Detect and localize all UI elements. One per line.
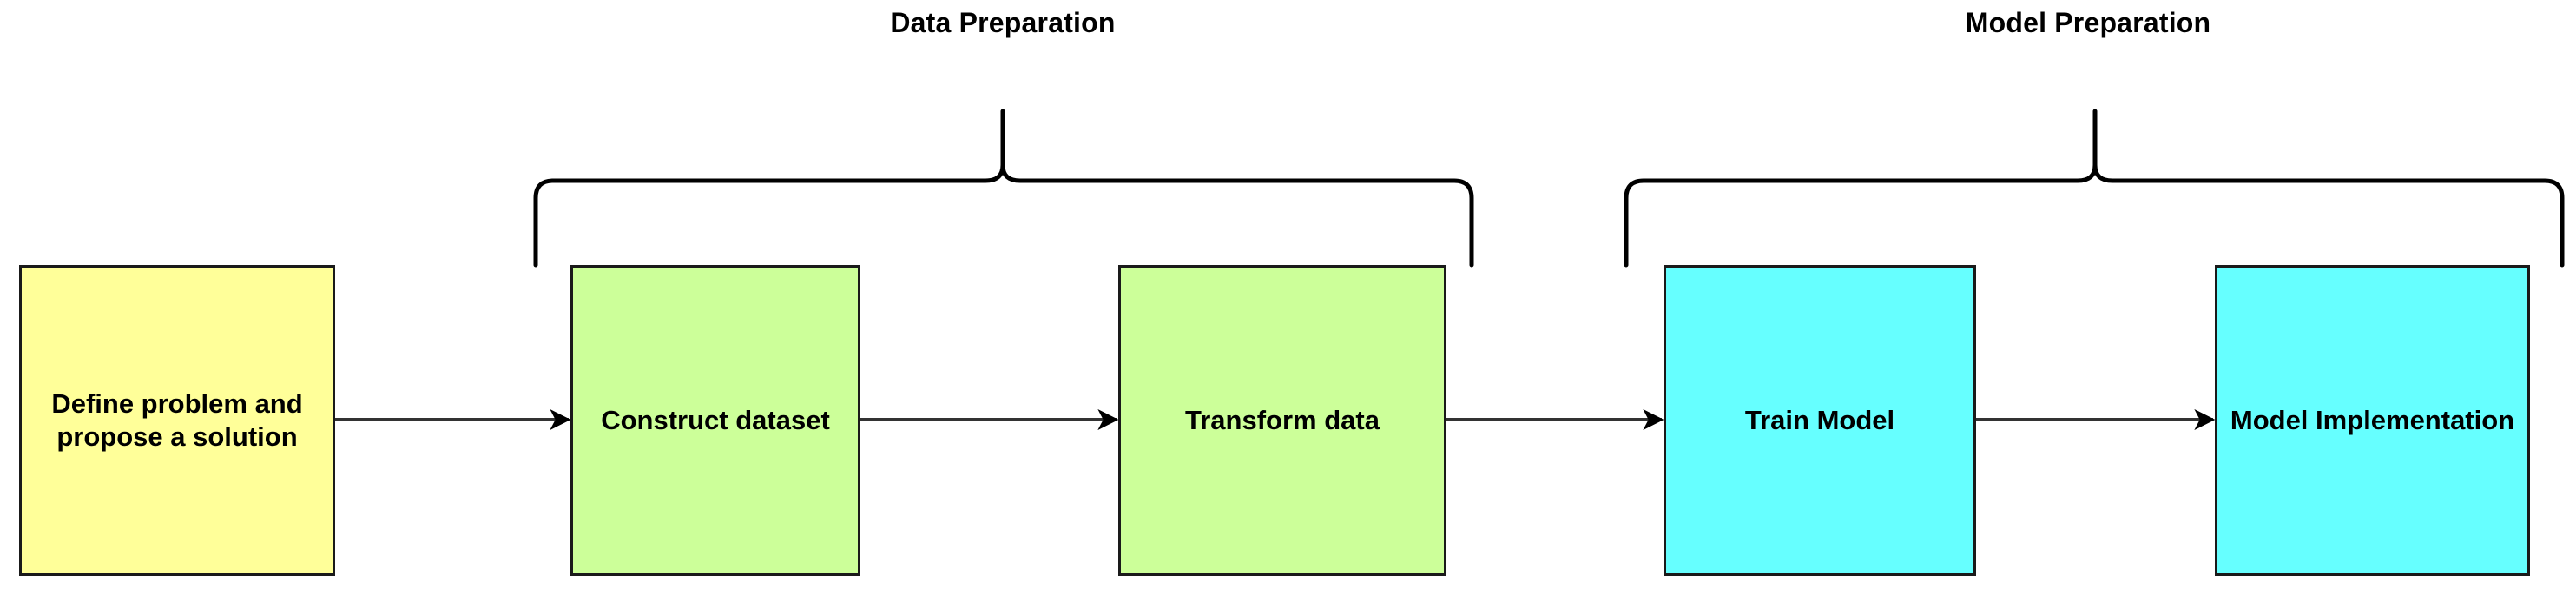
node-transform-data[interactable]: Transform data [1118,265,1446,576]
group-label-model-preparation: Model Preparation [1965,7,2211,38]
node-model-implementation[interactable]: Model Implementation [2215,265,2530,576]
node-train-model[interactable]: Train Model [1664,265,1976,576]
curly-brace-model-preparation [1624,109,2565,268]
curly-brace-data-preparation [533,109,1474,268]
group-label-data-preparation: Data Preparation [890,7,1116,38]
node-construct-dataset[interactable]: Construct dataset [570,265,860,576]
node-define-problem[interactable]: Define problem and propose a solution [19,265,335,576]
